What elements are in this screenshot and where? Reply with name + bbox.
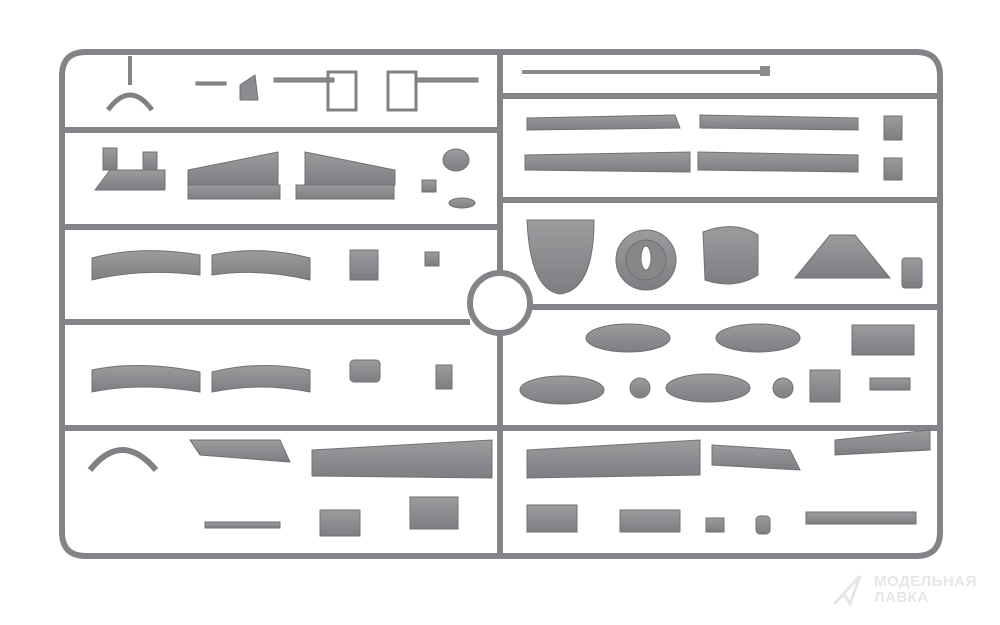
- watermark-line-2: ЛАВКА: [874, 589, 929, 606]
- watermark-line-1: МОДЕЛЬНАЯ: [874, 573, 977, 590]
- parts-row-2-left: [94, 147, 476, 209]
- parts-row-3-right: [526, 219, 923, 295]
- parts-row-4-right: [519, 323, 915, 405]
- parts-row-1-right: [522, 66, 770, 76]
- parts-row-1-left: [105, 56, 479, 112]
- parts-row-4-left: [91, 359, 453, 393]
- parts-row-3-left: [91, 249, 440, 281]
- parts-row-2-right: [524, 114, 903, 181]
- parts-row-5-left: [87, 439, 493, 537]
- sprue-frame: [59, 49, 943, 559]
- paper-plane-logo-icon: [832, 574, 862, 608]
- parts-row-5-right: [526, 429, 931, 535]
